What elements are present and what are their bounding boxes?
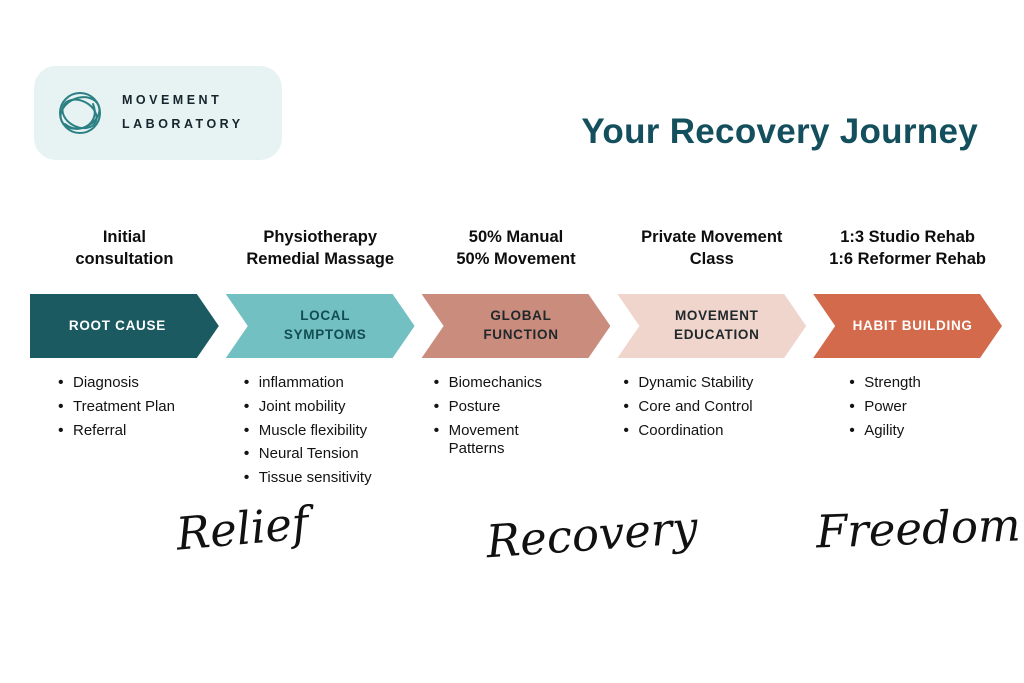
page-title: Your Recovery Journey xyxy=(581,112,978,151)
stage-header-private-class: Private Movement Class xyxy=(641,228,783,269)
bullet-item: Strength xyxy=(849,373,1002,393)
stage-arrow-habit-building: HABIT BUILDING xyxy=(813,294,1002,358)
stage-header-studio-reformer: 1:3 Studio Rehab 1:6 Reformer Rehab xyxy=(829,228,986,269)
bullet-item: Neural Tension xyxy=(244,444,415,464)
bullet-item: inflammation xyxy=(244,373,415,393)
bullet-item: Coordination xyxy=(623,421,806,441)
stage-arrow-label: HABIT BUILDING xyxy=(852,317,973,333)
stage-arrow-label: LOCAL SYMPTOMS xyxy=(283,308,367,342)
stage-arrow-movement-education: MOVEMENT EDUCATION xyxy=(617,294,806,358)
bullet-item: Tissue sensitivity xyxy=(244,468,415,488)
stage-arrow-root-cause: ROOT CAUSE xyxy=(30,294,219,358)
stage-bullets-movement-education: Dynamic Stability Core and Control Coord… xyxy=(617,373,806,493)
stage-header-physiotherapy: Physiotherapy Remedial Massage xyxy=(246,228,395,269)
bullet-item: Diagnosis xyxy=(58,373,219,393)
bullet-item: Power xyxy=(849,397,1002,417)
bullet-item: Muscle flexibility xyxy=(244,421,415,441)
stage-arrow-label: MOVEMENT EDUCATION xyxy=(674,308,760,342)
stage-bullets-habit-building: Strength Power Agility xyxy=(813,373,1002,493)
bullet-item: Joint mobility xyxy=(244,397,415,417)
stage-arrow-label: GLOBAL FUNCTION xyxy=(483,308,559,342)
logo-line-2: LABORATORY xyxy=(122,117,244,131)
bullet-item: Biomechanics xyxy=(434,373,611,393)
script-word-recovery: Recovery xyxy=(484,500,700,569)
script-word-freedom: Freedom xyxy=(815,498,1022,559)
stage-arrow-label: ROOT CAUSE xyxy=(68,317,166,333)
stage-arrow-global-function: GLOBAL FUNCTION xyxy=(422,294,611,358)
bullet-item: Movement Patterns xyxy=(434,421,611,460)
logo-scribble-circle-icon xyxy=(52,85,108,141)
stage-bullets-global-function: Biomechanics Posture Movement Patterns xyxy=(422,373,611,493)
script-word-relief: Relief xyxy=(173,496,311,561)
bullet-item: Agility xyxy=(849,421,1002,441)
stage-bullets-root-cause: Diagnosis Treatment Plan Referral xyxy=(30,373,219,493)
stage-headers-row: Initial consultation Physiotherapy Remed… xyxy=(30,226,1002,271)
logo: MOVEMENT LABORATORY xyxy=(34,66,282,160)
logo-line-1: MOVEMENT xyxy=(122,93,223,108)
stage-bullets-row: Diagnosis Treatment Plan Referral inflam… xyxy=(30,373,1002,493)
bullet-item: Posture xyxy=(434,397,611,417)
logo-wordmark: MOVEMENT LABORATORY xyxy=(122,89,244,137)
stage-header-initial-consultation: Initial consultation xyxy=(75,228,174,269)
bullet-item: Treatment Plan xyxy=(58,397,219,417)
bullet-item: Core and Control xyxy=(623,397,806,417)
stage-arrow-local-symptoms: LOCAL SYMPTOMS xyxy=(226,294,415,358)
bullet-item: Referral xyxy=(58,421,219,441)
stage-header-manual-movement: 50% Manual 50% Movement xyxy=(456,228,576,269)
stage-bullets-local-symptoms: inflammation Joint mobility Muscle flexi… xyxy=(226,373,415,493)
bullet-item: Dynamic Stability xyxy=(623,373,806,393)
stage-arrows-row: ROOT CAUSE LOCAL SYMPTOMS GLOBAL FUNCTIO… xyxy=(30,294,1002,358)
